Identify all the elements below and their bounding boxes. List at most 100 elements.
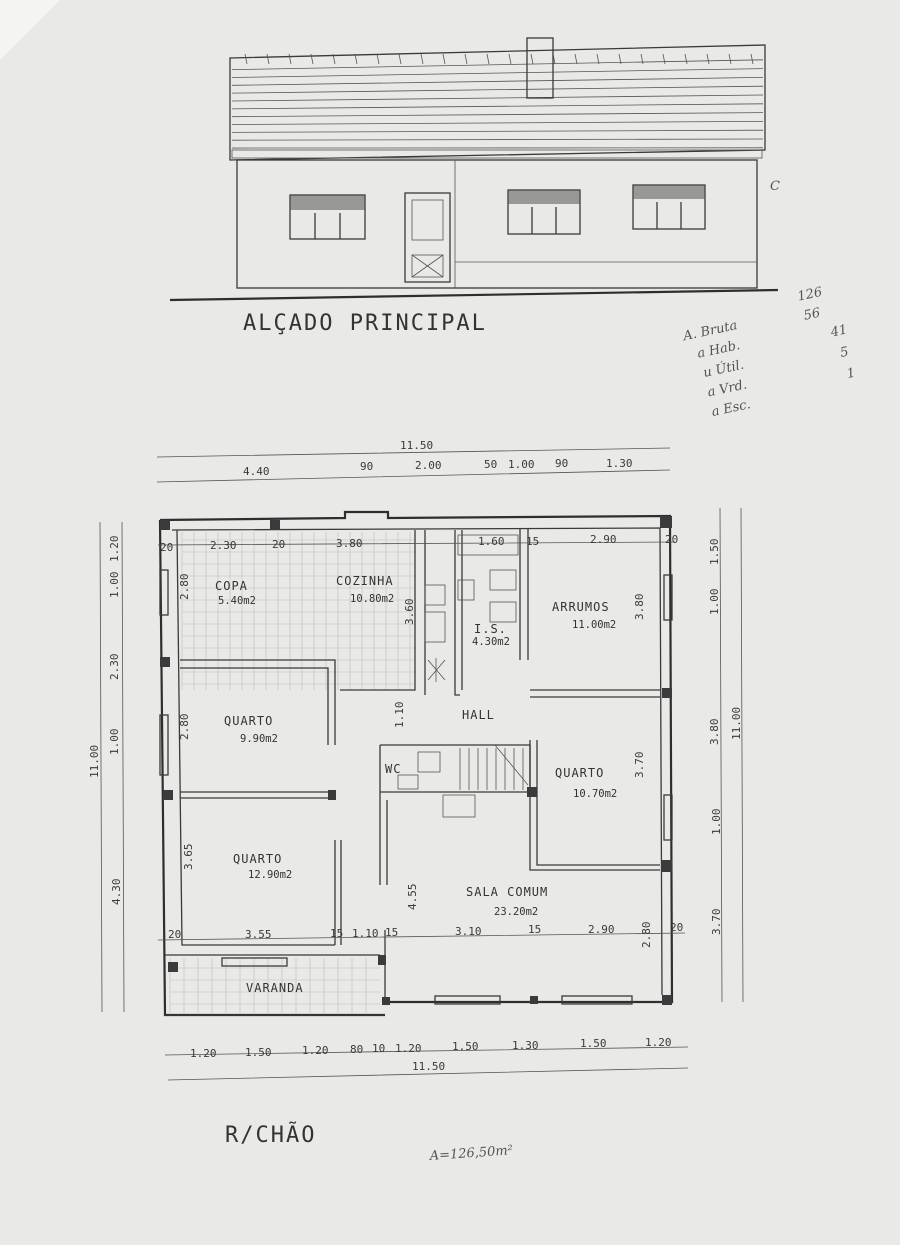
hatch-line xyxy=(684,53,688,65)
dim-bottom-segment: 10 xyxy=(372,1042,385,1055)
dim-top-segment: 4.40 xyxy=(243,465,270,478)
dim-top-segment: 1.30 xyxy=(606,457,633,470)
front-door xyxy=(404,192,451,283)
dim-top-overall: 11.50 xyxy=(400,439,433,452)
note-value: 1 xyxy=(845,366,856,382)
hatch-line xyxy=(618,53,622,65)
room-label-hall: HALL xyxy=(462,708,495,722)
hatch-line xyxy=(354,53,358,65)
elevation-title: ALÇADO PRINCIPAL xyxy=(243,311,487,336)
dim-left-segment: 1.00 xyxy=(108,729,121,756)
room-area-copa: 5.40m2 xyxy=(218,595,256,607)
hatch-line xyxy=(486,53,490,65)
dim-left-segment: 2.30 xyxy=(108,654,121,681)
room-label-quarto: QUARTO xyxy=(233,852,282,866)
dim-interior: 20 xyxy=(670,921,683,934)
plan-title: R/CHÃO xyxy=(225,1121,316,1148)
dim-interior: 2.90 xyxy=(588,923,615,936)
dim-interior: 2.80 xyxy=(178,714,191,741)
dim-interior: 3.10 xyxy=(455,925,482,938)
ground-floor-plan: COPA 5.40m2 COZINHA 10.80m2 I.S. 4.30m2 … xyxy=(88,439,744,1164)
hatch-line xyxy=(442,53,446,65)
dim-interior: 3.80 xyxy=(336,537,363,550)
dim-right-segment: 3.70 xyxy=(710,909,723,936)
room-label-sala-comum: SALA COMUM xyxy=(466,885,548,899)
hatch-line xyxy=(728,53,732,65)
room-label-arrumos: ARRUMOS xyxy=(552,600,610,614)
dim-bottom-segment: 1.20 xyxy=(190,1047,217,1060)
dim-interior: 20 xyxy=(665,533,678,546)
hatch-line xyxy=(640,53,644,65)
hatch-line xyxy=(231,121,764,125)
room-label-wc: WC xyxy=(385,762,401,776)
dim-bottom-segment: 1.20 xyxy=(645,1036,672,1049)
dim-bottom-segment: 1.20 xyxy=(395,1042,422,1055)
room-label-copa: COPA xyxy=(215,579,248,593)
dim-interior: 20 xyxy=(160,541,173,554)
hatch-line xyxy=(231,138,764,141)
dim-interior: 3.55 xyxy=(245,928,272,941)
hatch-line xyxy=(288,53,292,65)
dim-interior: 1.60 xyxy=(478,535,505,548)
dim-interior: 15 xyxy=(330,927,343,940)
dim-interior: 3.80 xyxy=(633,594,646,621)
hatch-line xyxy=(332,53,336,65)
hatch-line xyxy=(310,53,314,65)
room-area-is: 4.30m2 xyxy=(472,636,510,648)
note-value: 126 xyxy=(796,285,823,305)
room-area-arrumos: 11.00m2 xyxy=(572,619,616,631)
dim-right-segment: 1.50 xyxy=(708,539,721,566)
dim-interior: 2.80 xyxy=(178,574,191,601)
hatch-line xyxy=(231,85,764,94)
dim-bottom-overall: 11.50 xyxy=(412,1060,445,1073)
note-value: 5 xyxy=(839,345,850,361)
hatch-line xyxy=(706,53,710,65)
dim-interior: 20 xyxy=(272,538,285,551)
dim-top-segment: 2.00 xyxy=(415,459,442,472)
dim-left-segment: 1.00 xyxy=(108,572,121,599)
room-label-quarto: QUARTO xyxy=(555,766,604,780)
room-area-quarto: 9.90m2 xyxy=(240,733,278,745)
hatch-line xyxy=(398,53,402,65)
hatch-line xyxy=(231,129,764,133)
hatch-line xyxy=(231,59,764,71)
dim-top-segment: 90 xyxy=(360,460,373,473)
dim-interior: 1.10 xyxy=(393,702,406,729)
dim-top-segment: 90 xyxy=(555,457,568,470)
room-label-is: I.S. xyxy=(474,622,507,636)
hatch-line xyxy=(750,53,754,65)
dim-bottom-segment: 1.20 xyxy=(302,1044,329,1057)
dim-left-overall: 11.00 xyxy=(88,745,101,778)
hatch-line xyxy=(231,77,764,86)
room-area-cozinha: 10.80m2 xyxy=(350,593,394,605)
hatch-line xyxy=(376,53,380,65)
hatch-line xyxy=(662,53,666,65)
note-value: 41 xyxy=(828,322,848,340)
dim-right-segment: 1.00 xyxy=(710,809,723,836)
front-elevation: ALÇADO PRINCIPAL C xyxy=(169,37,780,336)
hatch-line xyxy=(231,112,764,118)
facade-wall xyxy=(236,159,758,289)
hatch-line xyxy=(231,94,764,102)
room-label-varanda: VARANDA xyxy=(246,981,304,995)
room-area-quarto: 10.70m2 xyxy=(573,788,617,800)
dim-interior: 2.80 xyxy=(640,922,653,949)
dim-bottom-segment: 1.30 xyxy=(512,1039,539,1052)
dim-bottom-segment: 80 xyxy=(350,1043,363,1056)
dim-interior: 2.90 xyxy=(590,533,617,546)
dim-interior: 2.30 xyxy=(210,539,237,552)
dim-interior: 20 xyxy=(168,928,181,941)
total-area-note: A=126,50m² xyxy=(428,1143,513,1164)
dim-bottom-segment: 1.50 xyxy=(580,1037,607,1050)
dim-interior: 3.70 xyxy=(633,752,646,779)
hatch-line xyxy=(574,53,578,65)
dim-left-segment: 1.20 xyxy=(108,536,121,563)
hatch-line xyxy=(508,53,512,65)
hatch-line xyxy=(530,53,534,65)
hatch-line xyxy=(596,53,600,65)
room-area-quarto: 12.90m2 xyxy=(248,869,292,881)
hatch-line xyxy=(244,53,248,65)
hatch-line xyxy=(266,53,270,65)
